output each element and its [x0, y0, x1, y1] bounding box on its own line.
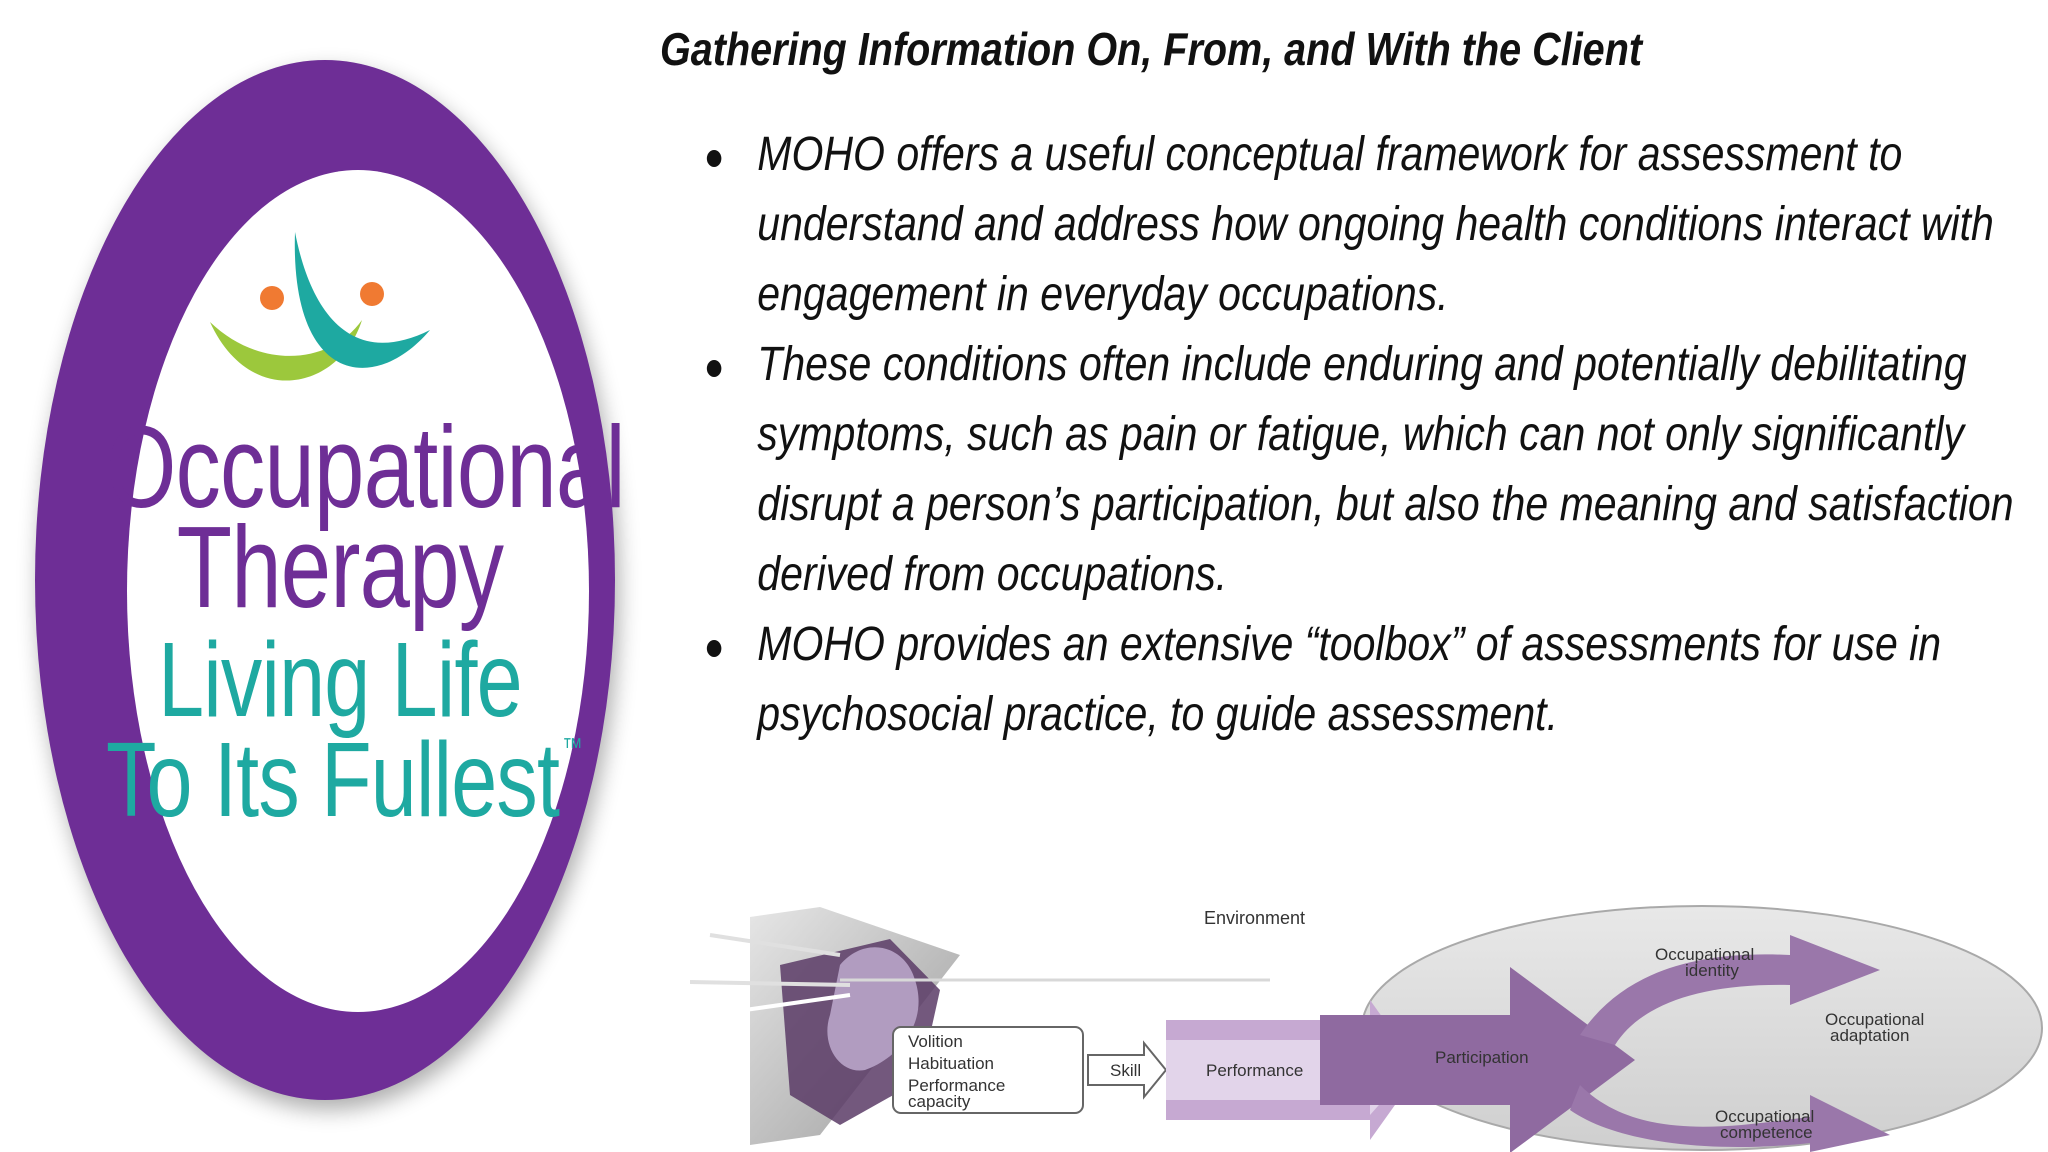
occupational-identity-label-2: identity [1685, 961, 1739, 980]
bullet-text: These conditions often include enduring … [757, 338, 2014, 601]
logo-occupational-text: Occupational [106, 402, 626, 532]
logo-therapy-text: Therapy [176, 502, 504, 632]
logo-head-right [360, 282, 384, 306]
skill-arrow [1087, 1040, 1168, 1100]
logo-figures-icon [210, 232, 430, 381]
logo-right-figure-arm [294, 232, 430, 368]
person-components-box [892, 1026, 1084, 1114]
performance-capacity-label-2: capacity [908, 1092, 971, 1111]
bullet-text: MOHO provides an extensive “toolbox” of … [757, 618, 1942, 741]
occupational-competence-label: Occupational [1715, 1107, 1814, 1126]
participation-label: Participation [1435, 1048, 1529, 1067]
participation-arrow [1320, 967, 1635, 1152]
environment-ray [709, 933, 841, 957]
occupational-adaptation-label: Occupational [1825, 1010, 1924, 1029]
volition-label: Volition [908, 1032, 963, 1051]
logo-to-its-fullest-text: To Its Fullest [106, 721, 560, 839]
skill-label: Skill [1110, 1061, 1141, 1080]
environment-label: Environment [1204, 908, 1305, 928]
occupational-adaptation-label-2: adaptation [1830, 1026, 1909, 1045]
occupational-competence-arrow [1570, 1085, 1890, 1152]
environment-ray [744, 993, 851, 1012]
environment-ray [690, 980, 851, 987]
logo-left-figure-arm [210, 320, 362, 381]
performance-capacity-label: Performance [908, 1076, 1005, 1095]
slide-title: Gathering Information On, From, and With… [660, 23, 1643, 75]
occupational-therapy-logo-badge [35, 60, 615, 1100]
occupational-identity-label: Occupational [1655, 945, 1754, 964]
logo-living-life-text: Living Life [158, 621, 523, 739]
bullet-text: MOHO offers a useful conceptual framewor… [757, 128, 1994, 321]
bullet-item: MOHO provides an extensive “toolbox” of … [700, 610, 2034, 750]
habituation-label: Habituation [908, 1054, 994, 1073]
logo-head-left [260, 286, 284, 310]
bullet-item: MOHO offers a useful conceptual framewor… [700, 120, 2034, 330]
logo-badge-inner [127, 170, 589, 1012]
moho-diagram: Volition Habituation Performance capacit… [690, 905, 2043, 1152]
performance-label: Performance [1206, 1061, 1303, 1080]
occupational-identity-arrow [1580, 935, 1880, 1045]
bullet-list: MOHO offers a useful conceptual framewor… [700, 120, 2034, 750]
bullet-item: These conditions often include enduring … [700, 330, 2034, 610]
occupational-competence-label-2: competence [1720, 1123, 1813, 1142]
trademark-symbol: ™ [562, 732, 582, 762]
